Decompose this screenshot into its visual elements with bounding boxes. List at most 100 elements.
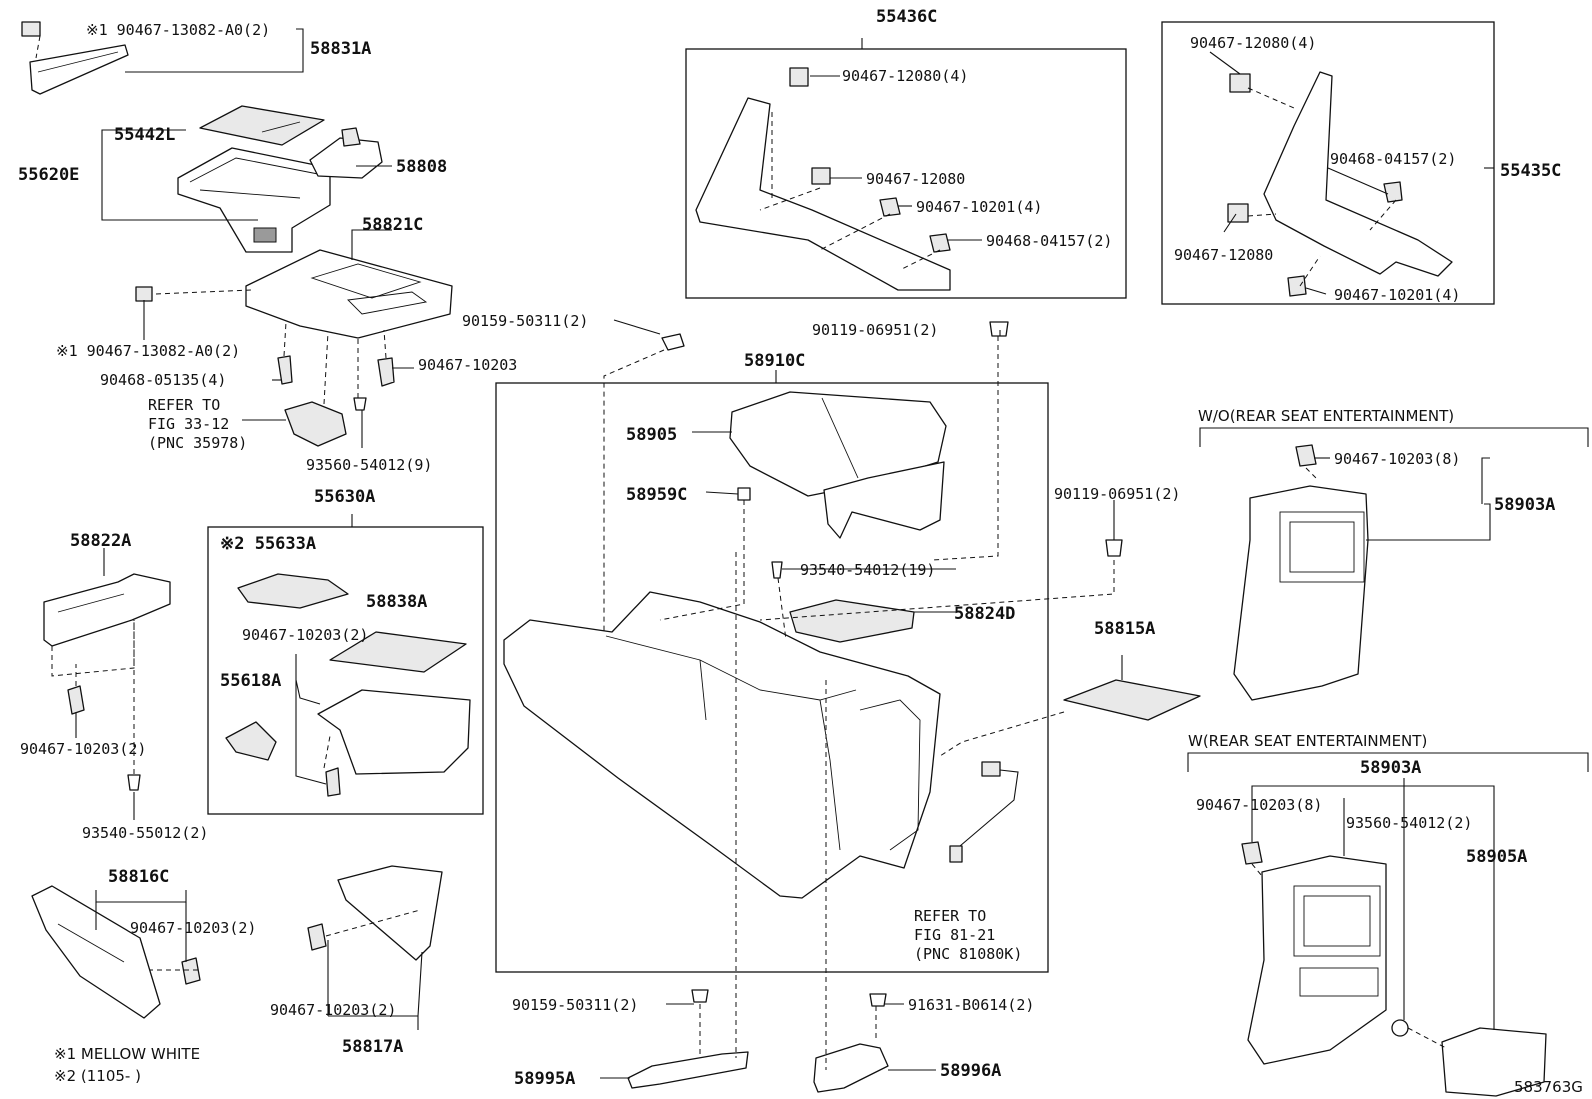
section-w-rse: W(REAR SEAT ENTERTAINMENT) xyxy=(1188,732,1427,750)
part-58905-armrest xyxy=(729,391,947,539)
label-58905: 58905 xyxy=(626,425,677,445)
label-58995a: 58995A xyxy=(514,1069,575,1089)
part-clip-13082 xyxy=(135,286,153,302)
part-58903a-w xyxy=(1247,855,1387,1065)
part-55633a-mat xyxy=(237,573,349,609)
label-bolt-90159-bottom: 90159-50311(2) xyxy=(512,996,638,1014)
label-pnc-81080k: (PNC 81080K) xyxy=(914,945,1022,963)
box-55436c xyxy=(685,48,1127,299)
callout-labels: ※1 90467-13082-A0(2) 58831A 55442L 55620… xyxy=(18,7,1583,1096)
part-clip-10203-d xyxy=(181,957,201,985)
label-screw-93540-55012: 93540-55012(2) xyxy=(82,824,208,842)
part-58816c-panel xyxy=(31,885,161,1019)
label-fig-81-21: FIG 81-21 xyxy=(914,926,995,944)
part-bolt-90159-top xyxy=(661,333,685,351)
part-bolt-90159-bottom xyxy=(691,989,709,1003)
label-clip-10201-a: 90467-10201(4) xyxy=(916,198,1042,216)
part-55435c-trim xyxy=(1227,71,1453,297)
label-58903a-wo: 58903A xyxy=(1494,495,1555,515)
part-bolt-90119-top xyxy=(989,321,1009,337)
part-screw-93560 xyxy=(353,397,367,411)
label-screw-93540-54012: 93540-54012(19) xyxy=(800,561,935,579)
part-clip-05135 xyxy=(277,355,293,385)
bracket-w-rse xyxy=(1187,752,1589,772)
part-55442l-lid xyxy=(199,105,325,146)
part-bolt-90119-right xyxy=(1105,539,1123,557)
label-clip-12080-4-b: 90467-12080(4) xyxy=(1190,34,1316,52)
label-58824d: 58824D xyxy=(954,604,1015,624)
label-clip-04157-a: 90468-04157(2) xyxy=(986,232,1112,250)
part-58996a-bracket xyxy=(813,1043,889,1093)
note-mellow-white: ※1 MELLOW WHITE xyxy=(54,1045,200,1063)
label-58959c: 58959C xyxy=(626,485,687,505)
box-58910c xyxy=(495,382,1049,973)
part-ref-81080k xyxy=(949,761,1019,863)
figure-number: 583763G xyxy=(1514,1078,1583,1096)
label-clip-13082-top: ※1 90467-13082-A0(2) xyxy=(86,21,270,39)
label-clip-12080-a: 90467-12080 xyxy=(866,170,965,188)
label-58817a: 58817A xyxy=(342,1037,403,1057)
part-58905a-box xyxy=(1441,1027,1547,1097)
box-55630a xyxy=(207,526,484,815)
part-58838a-tray xyxy=(317,689,471,775)
label-clip-04157-b: 90468-04157(2) xyxy=(1330,150,1456,168)
label-pnc-35978: (PNC 35978) xyxy=(148,434,247,452)
label-58838a: 58838A xyxy=(366,592,427,612)
part-58903a-wo xyxy=(1233,485,1369,701)
dashed-lines xyxy=(35,35,1447,1070)
label-58808: 58808 xyxy=(396,157,447,177)
part-55618a xyxy=(225,721,277,761)
label-clip-10203-a: 90467-10203 xyxy=(418,356,517,374)
label-clip-10201-b: 90467-10201(4) xyxy=(1334,286,1460,304)
label-58903a-w: 58903A xyxy=(1360,758,1421,778)
label-clip-13082-left: ※1 90467-13082-A0(2) xyxy=(56,342,240,360)
part-55436c-trim xyxy=(695,67,951,291)
label-58816c: 58816C xyxy=(108,867,169,887)
part-58959c xyxy=(737,487,751,501)
part-58910c-console xyxy=(503,591,941,899)
label-clip-05135: 90468-05135(4) xyxy=(100,371,226,389)
label-58821c: 58821C xyxy=(362,215,423,235)
label-clip-12080-4-a: 90467-12080(4) xyxy=(842,67,968,85)
label-55435c: 55435C xyxy=(1500,161,1561,181)
label-fig-33-12: FIG 33-12 xyxy=(148,415,229,433)
label-bolt-90159-top: 90159-50311(2) xyxy=(462,312,588,330)
part-58821c-panel xyxy=(245,249,453,339)
part-58824d-cup xyxy=(789,599,915,643)
label-clip-10203-f: 90467-10203(8) xyxy=(1334,450,1460,468)
part-58817a xyxy=(337,865,443,961)
bracket-wo-rse xyxy=(1199,427,1589,447)
label-clip-10203-c: 90467-10203(2) xyxy=(242,626,368,644)
label-58831a: 58831A xyxy=(310,39,371,59)
label-58910c: 58910C xyxy=(744,351,805,371)
label-screw-93560-54012-2: 93560-54012(2) xyxy=(1346,814,1472,832)
label-55630a: 55630A xyxy=(314,487,375,507)
part-58815a-mat xyxy=(1063,679,1201,721)
label-bolt-90119-right: 90119-06951(2) xyxy=(1054,485,1180,503)
label-clip-10203-e: 90467-10203(2) xyxy=(270,1001,396,1019)
label-55436c: 55436C xyxy=(876,7,937,27)
label-clip-10203-g: 90467-10203(8) xyxy=(1196,796,1322,814)
part-clip-10203-f xyxy=(1295,444,1317,467)
part-clip-10203-e xyxy=(307,923,327,951)
part-58838a-lid xyxy=(329,631,467,673)
part-58831a-bezel xyxy=(21,21,129,95)
box-55435c xyxy=(1161,21,1495,305)
label-refer-to-a: REFER TO xyxy=(148,396,220,414)
label-bolt-91631: 91631-B0614(2) xyxy=(908,996,1034,1014)
leader-lines xyxy=(75,28,1495,1079)
part-screw-93540-54012 xyxy=(771,561,783,579)
part-clip-10203-a xyxy=(377,357,395,387)
label-screw-93560-54012-9: 93560-54012(9) xyxy=(306,456,432,474)
part-clip-10203-g xyxy=(1241,841,1263,865)
label-58996a: 58996A xyxy=(940,1061,1001,1081)
label-bolt-90119-top: 90119-06951(2) xyxy=(812,321,938,339)
part-screw-93540-55012 xyxy=(127,774,141,791)
label-58905a: 58905A xyxy=(1466,847,1527,867)
part-58808-boot xyxy=(309,127,383,179)
part-screw-93560-w xyxy=(1391,1019,1409,1037)
label-55620e: 55620E xyxy=(18,165,79,185)
label-clip-12080-b: 90467-12080 xyxy=(1174,246,1273,264)
part-bolt-91631 xyxy=(869,993,887,1007)
